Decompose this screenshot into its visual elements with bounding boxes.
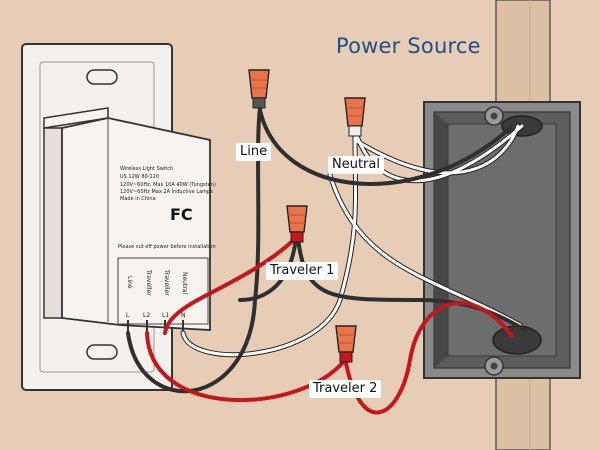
light-switch-device [43, 107, 211, 333]
line-label: Line [236, 143, 272, 161]
device-info-line: Made in China [120, 196, 156, 202]
traveler-red-wires [145, 236, 514, 415]
wire-nut-traveler-1 [286, 205, 308, 243]
device-warning-text: Please cut off power before installation [118, 244, 216, 250]
device-info-line: 120V~60Hz, Max 10A 40W (Tungsten) [120, 182, 216, 188]
device-info-line: 120V~60Hz Max 2A Inductive Lamps [120, 189, 213, 195]
terminal-code-l1: L1 [162, 312, 170, 319]
terminal-name-traveller-2: Traveller [145, 270, 152, 296]
fcc-mark: FC [170, 205, 193, 224]
traveler-1-label: Traveler 1 [266, 262, 339, 280]
device-info-line: US 12W 80-120 [120, 174, 160, 180]
wire-nut-neutral [344, 97, 366, 137]
terminal-name-neutral: Neutral [181, 272, 188, 295]
terminal-code-l: L [126, 312, 130, 319]
power-source-title: Power Source [336, 34, 481, 58]
terminal-name-line: Line [126, 276, 133, 289]
terminal-name-traveller-1: Traveller [163, 270, 170, 296]
traveler-2-label: Traveler 2 [309, 380, 382, 398]
terminal-code-l2: L2 [143, 312, 151, 319]
device-info-line: Wireless Light Switch [120, 166, 174, 172]
wire-nut-line [248, 69, 270, 109]
wire-nut-traveler-2 [335, 325, 357, 363]
terminal-code-n: N [181, 312, 186, 319]
neutral-label: Neutral [328, 156, 384, 174]
